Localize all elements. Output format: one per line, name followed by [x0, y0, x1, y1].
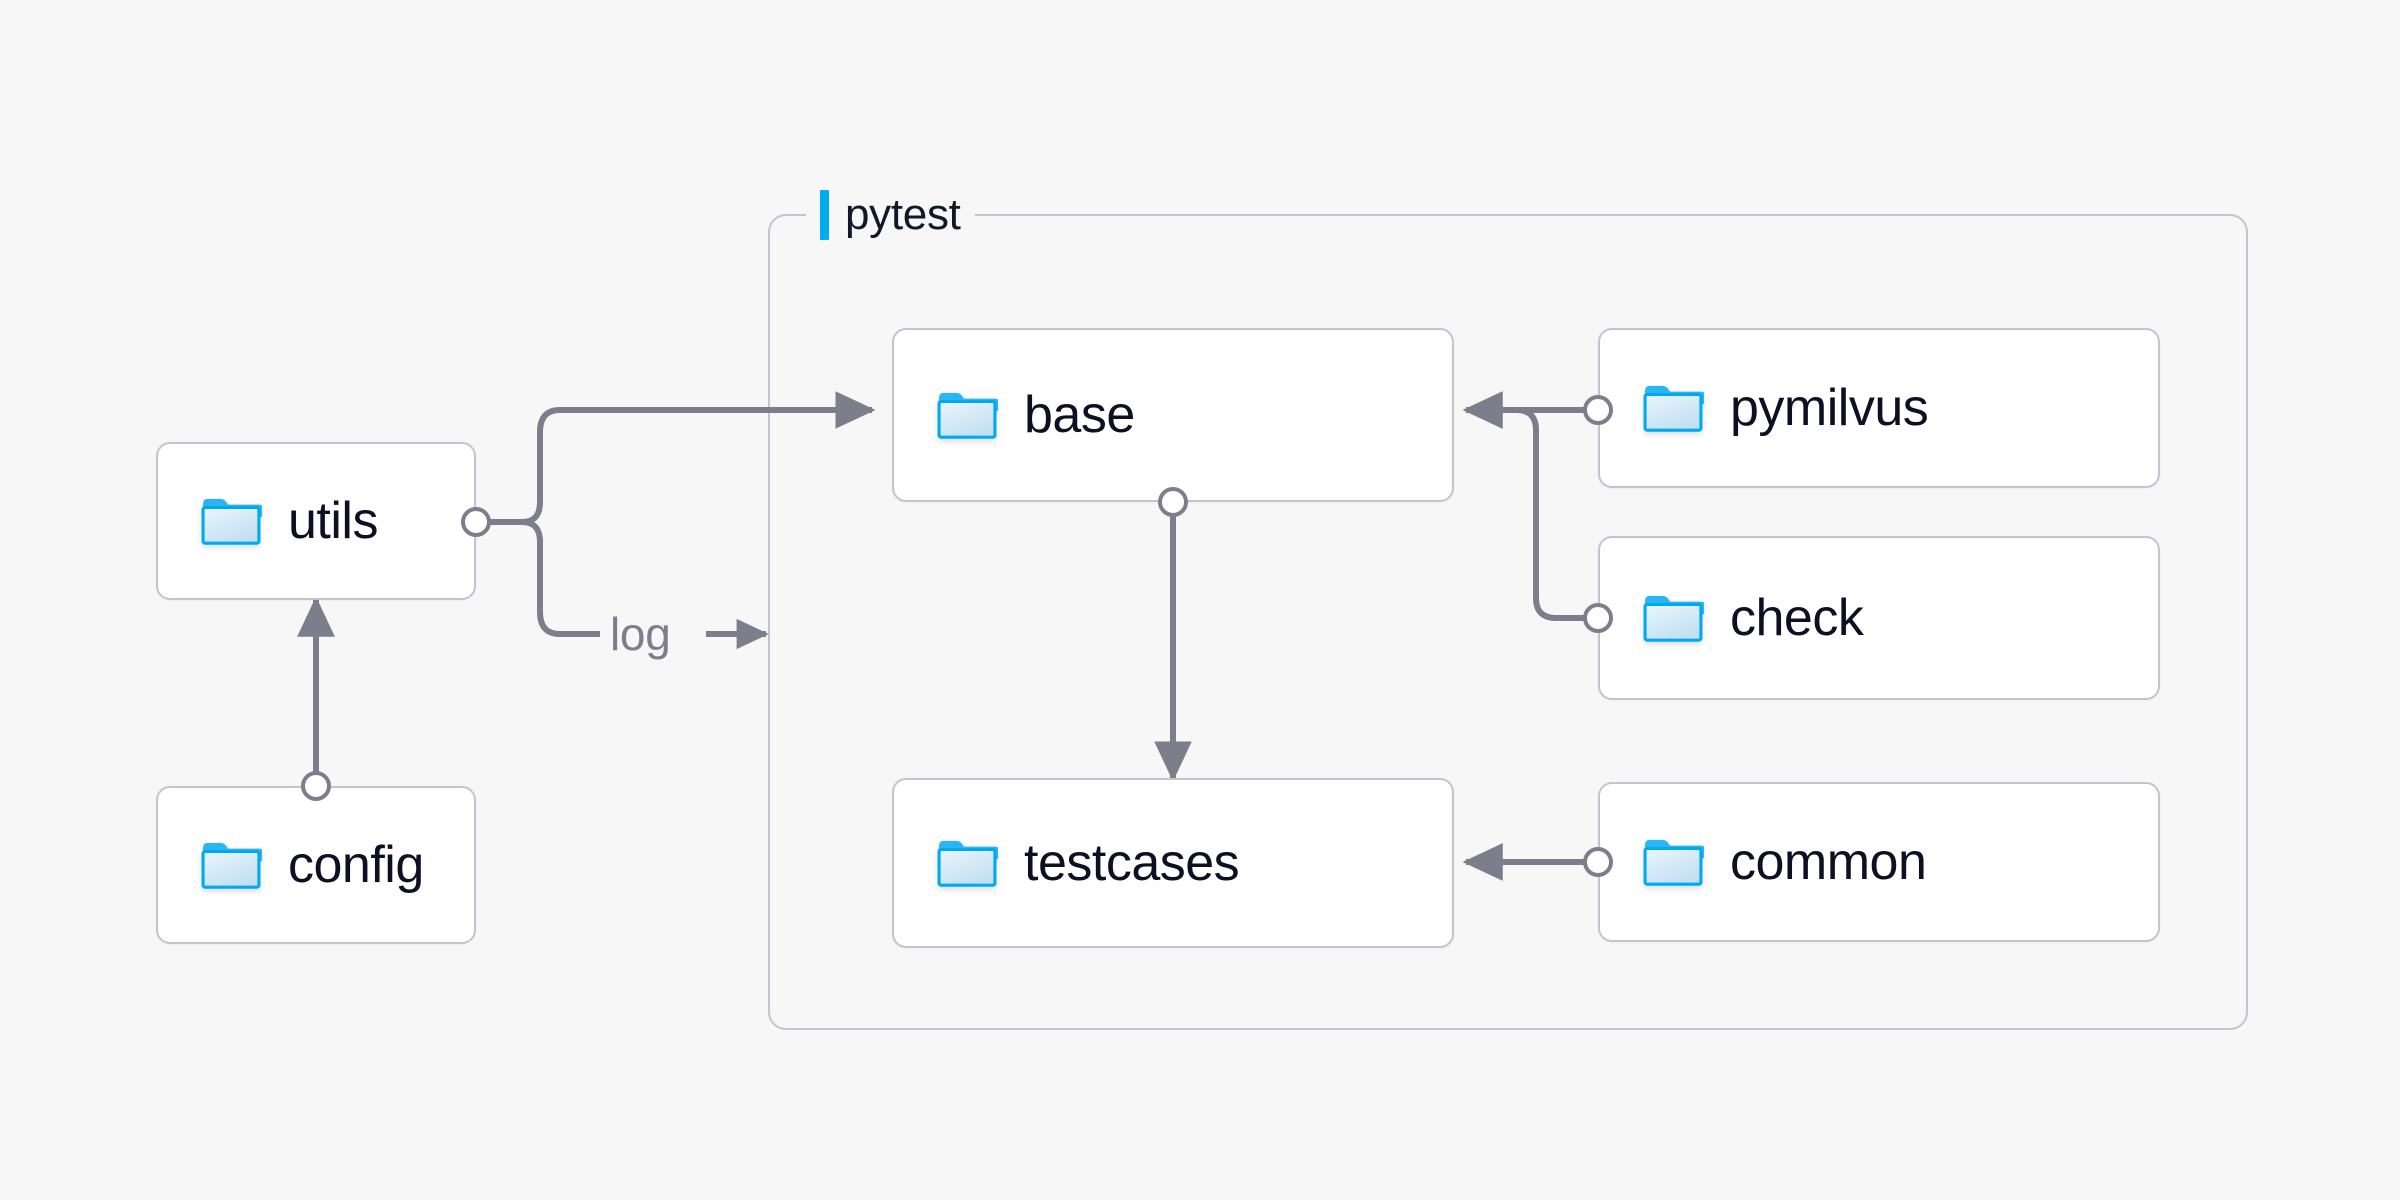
node-utils[interactable]: utils — [156, 442, 476, 600]
node-config-content: config — [158, 839, 424, 891]
node-label: base — [1024, 386, 1135, 444]
node-label: pymilvus — [1730, 379, 1929, 437]
node-label: config — [288, 836, 424, 894]
folder-icon — [937, 392, 998, 439]
node-label: check — [1730, 589, 1864, 647]
group-label-pytest: pytest — [806, 190, 975, 240]
port-config-top[interactable] — [301, 771, 331, 801]
node-pymilvus-content: pymilvus — [1600, 379, 1929, 437]
node-label: testcases — [1024, 834, 1240, 892]
node-base-content: base — [894, 389, 1135, 441]
node-check-content: check — [1600, 589, 1864, 647]
folder-icon — [1643, 839, 1704, 886]
node-utils-content: utils — [158, 495, 378, 547]
folder-icon — [1643, 385, 1704, 432]
port-utils-right[interactable] — [461, 507, 491, 537]
group-accent-bar — [820, 190, 829, 240]
node-common-content: common — [1600, 833, 1927, 891]
folder-icon — [201, 498, 262, 545]
port-check-left[interactable] — [1583, 603, 1613, 633]
group-pytest — [768, 214, 2248, 1030]
node-pymilvus[interactable]: pymilvus — [1598, 328, 2160, 488]
edge-label-log: log — [602, 611, 679, 657]
node-label: utils — [288, 492, 378, 550]
node-testcases[interactable]: testcases — [892, 778, 1454, 948]
port-base-bottom[interactable] — [1158, 487, 1188, 517]
node-config[interactable]: config — [156, 786, 476, 944]
group-title: pytest — [845, 190, 961, 239]
node-check[interactable]: check — [1598, 536, 2160, 700]
port-pymilvus-left[interactable] — [1583, 395, 1613, 425]
node-base[interactable]: base — [892, 328, 1454, 502]
folder-icon — [937, 840, 998, 887]
node-testcases-content: testcases — [894, 834, 1240, 892]
folder-icon — [1643, 595, 1704, 642]
node-label: common — [1730, 833, 1927, 891]
folder-icon — [201, 842, 262, 889]
edge-utils-log — [490, 519, 600, 637]
port-common-left[interactable] — [1583, 847, 1613, 877]
node-common[interactable]: common — [1598, 782, 2160, 942]
